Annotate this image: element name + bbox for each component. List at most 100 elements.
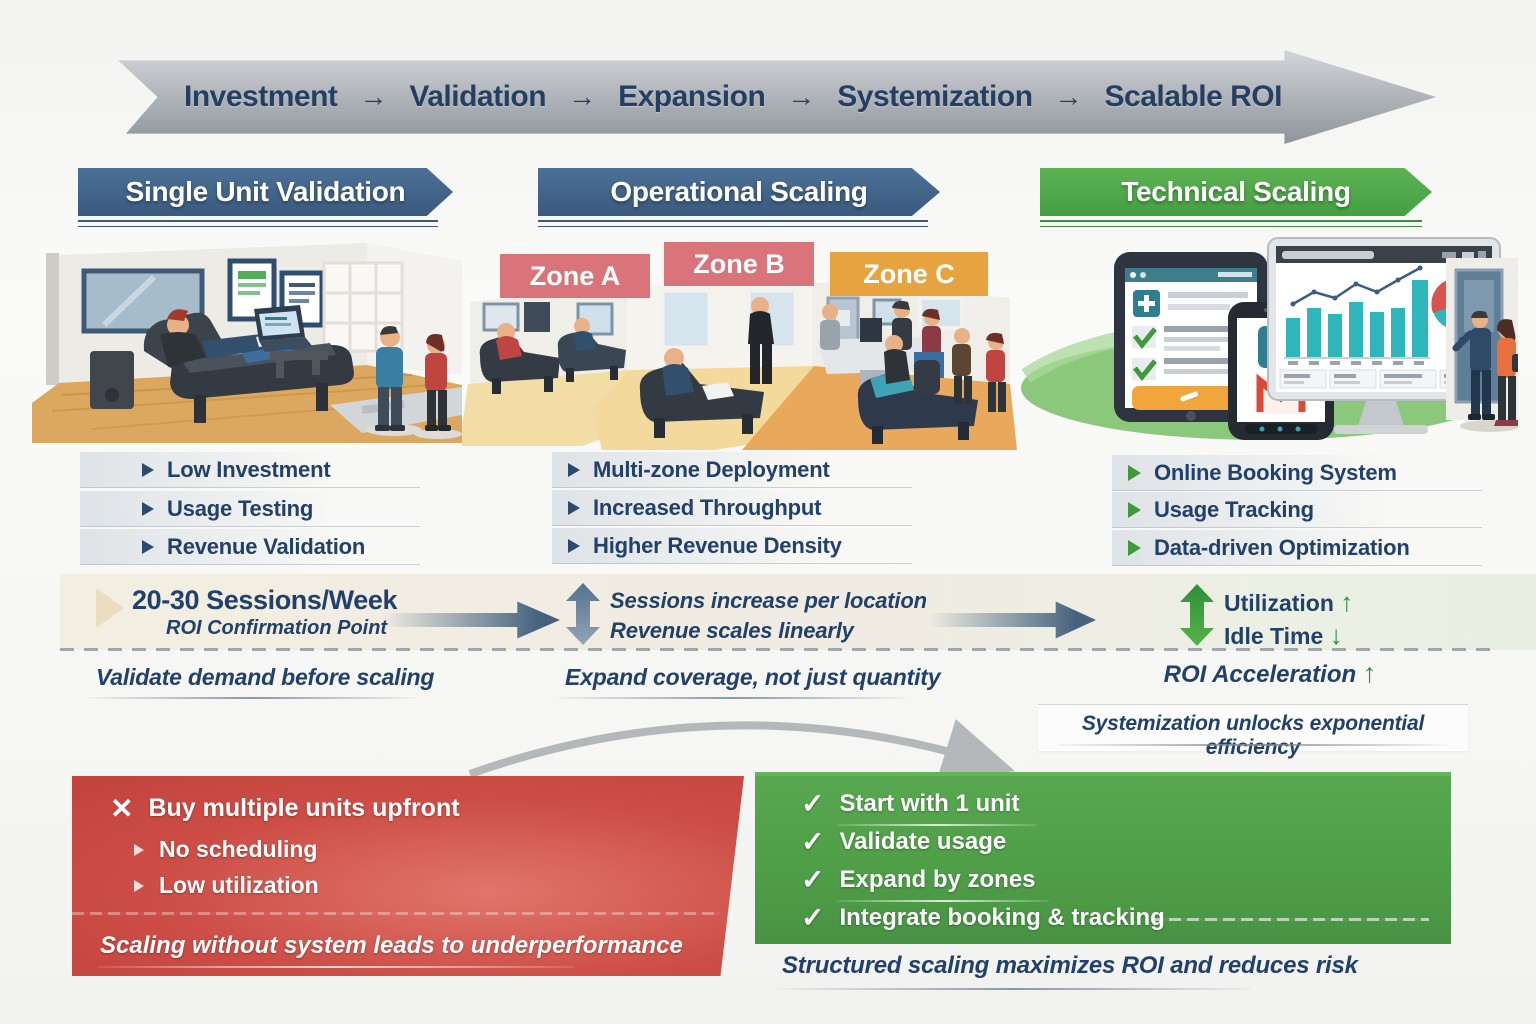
triangle-bullet-icon bbox=[134, 879, 144, 892]
bullet-label: Usage Tracking bbox=[1154, 496, 1314, 522]
dont-tagline-underline bbox=[98, 966, 574, 968]
bullet-low-investment: Low Investment bbox=[80, 452, 420, 488]
triangle-bullet-icon bbox=[568, 538, 580, 553]
bullet-usage-tracking: Usage Tracking bbox=[1112, 492, 1482, 528]
header-rule bbox=[538, 220, 928, 227]
bullet-label: Low Investment bbox=[167, 456, 331, 482]
bullet-label: Revenue Validation bbox=[167, 533, 366, 559]
triangle-bullet-icon bbox=[1128, 464, 1141, 481]
bullet-label: Data-driven Optimization bbox=[1154, 534, 1410, 560]
do-item-row: ✓ Validate usage bbox=[801, 828, 1006, 856]
triangle-bullet-icon bbox=[1128, 501, 1141, 518]
do-item-row: ✓ Integrate booking & tracking bbox=[801, 904, 1165, 932]
do-box: ✓ Start with 1 unit ✓ Validate usage ✓ E… bbox=[755, 772, 1451, 944]
do-item-underline bbox=[837, 824, 1037, 826]
bullet-label: Higher Revenue Density bbox=[593, 532, 842, 558]
tagline-underline bbox=[88, 697, 416, 699]
observer-people bbox=[366, 326, 462, 439]
x-mark-icon: ✕ bbox=[110, 792, 134, 824]
metrics-band bbox=[60, 574, 1536, 650]
dont-lead-label: Buy multiple units upfront bbox=[148, 794, 460, 822]
flow-step-validation: Validation bbox=[409, 80, 547, 113]
bullet-higher-revenue-density: Higher Revenue Density bbox=[552, 528, 912, 564]
do-item-label: Expand by zones bbox=[839, 866, 1036, 893]
dashed-divider bbox=[60, 648, 1500, 651]
do-item-row: ✓ Start with 1 unit bbox=[801, 790, 1019, 818]
zone-c-label: Zone C bbox=[863, 259, 955, 289]
metric-line: Revenue scales linearly bbox=[610, 618, 854, 643]
zone-c-sign: Zone C bbox=[830, 252, 988, 296]
tagline-underline bbox=[1058, 744, 1448, 746]
header-technical-scaling: Technical Scaling bbox=[1040, 168, 1432, 216]
beige-arrow-icon bbox=[96, 588, 124, 628]
flow-step-scalable-roi: Scalable ROI bbox=[1104, 80, 1283, 113]
tagline-validate-demand: Validate demand before scaling bbox=[96, 664, 435, 690]
roi-label: ROI Acceleration bbox=[1163, 661, 1357, 688]
header-rule bbox=[1040, 220, 1422, 227]
flow-arrow-icon: → bbox=[1054, 81, 1083, 112]
bullet-revenue-validation: Revenue Validation bbox=[80, 529, 420, 565]
dont-item-row: Low utilization bbox=[134, 872, 319, 899]
check-mark-icon: ✓ bbox=[801, 826, 825, 857]
roi-confirmation-point: ROI Confirmation Point bbox=[166, 617, 388, 639]
dont-tagline: Scaling without system leads to underper… bbox=[100, 932, 683, 959]
down-arrow-icon: ↓ bbox=[1329, 620, 1343, 650]
triangle-bullet-icon bbox=[568, 500, 580, 515]
bullet-online-booking: Online Booking System bbox=[1112, 455, 1482, 491]
flow-step-systemization: Systemization bbox=[837, 80, 1033, 113]
do-divider bbox=[1151, 918, 1429, 921]
do-item-row: ✓ Expand by zones bbox=[801, 866, 1036, 894]
flow-arrow-icon: → bbox=[568, 81, 597, 112]
metric-label: Idle Time bbox=[1224, 623, 1324, 649]
bullet-data-driven-optimization: Data-driven Optimization bbox=[1112, 530, 1482, 566]
up-arrow-icon: ↑ bbox=[1340, 587, 1354, 617]
curved-connector-arrow bbox=[468, 719, 1015, 781]
dont-box: ✕ Buy multiple units upfront No scheduli… bbox=[72, 776, 744, 976]
zone-a-loungers bbox=[479, 318, 626, 394]
do-item-underline bbox=[837, 900, 1049, 902]
tagline-strip bbox=[1038, 704, 1468, 751]
bullet-usage-testing: Usage Testing bbox=[80, 491, 420, 527]
tagline-underline bbox=[558, 697, 906, 699]
sessions-per-week-metric: 20-30 Sessions/Week bbox=[132, 585, 398, 615]
zone-c-loungers bbox=[857, 328, 1006, 444]
tagline-structured-scaling: Structured scaling maximizes ROI and red… bbox=[782, 952, 1358, 979]
triangle-bullet-icon bbox=[1128, 539, 1141, 556]
zones-illustration: Zone A Zone B Zone C bbox=[462, 242, 1017, 450]
check-mark-icon: ✓ bbox=[801, 788, 825, 819]
zone-b-label: Zone B bbox=[693, 249, 785, 279]
zone-b-center bbox=[639, 297, 944, 438]
flow-step-expansion: Expansion bbox=[618, 80, 766, 113]
bullet-label: Usage Testing bbox=[167, 495, 314, 521]
check-mark-icon: ✓ bbox=[801, 902, 825, 933]
bullet-label: Increased Throughput bbox=[593, 494, 822, 520]
dont-divider bbox=[72, 912, 720, 915]
speaker bbox=[90, 351, 134, 409]
zone-a-sign: Zone A bbox=[500, 254, 650, 298]
technical-metric-lines: Utilization ↑ Idle Time ↓ bbox=[1224, 586, 1353, 652]
roi-acceleration-line: ROI Acceleration ↑ bbox=[1100, 658, 1440, 689]
flow-arrow-icon: → bbox=[359, 81, 388, 112]
tagline-underline bbox=[778, 988, 1252, 990]
header-single-unit-validation: Single Unit Validation bbox=[78, 168, 453, 216]
double-arrow-icon bbox=[566, 583, 600, 645]
metric-label: Utilization bbox=[1224, 590, 1334, 616]
up-arrow-icon: ↑ bbox=[1362, 658, 1377, 688]
double-arrow-green-icon bbox=[1180, 584, 1214, 646]
header-rule bbox=[78, 220, 438, 227]
dont-lead-row: ✕ Buy multiple units upfront bbox=[110, 794, 460, 823]
technical-illustration bbox=[1021, 237, 1518, 440]
triangle-bullet-icon bbox=[142, 539, 154, 554]
dont-item-row: No scheduling bbox=[134, 836, 317, 863]
do-item-label: Integrate booking & tracking bbox=[839, 904, 1165, 931]
flow-banner: Investment → Validation → Expansion → Sy… bbox=[118, 50, 1436, 144]
tagline-systemization: Systemization unlocks exponential effici… bbox=[1081, 712, 1425, 759]
entrance-people bbox=[1446, 258, 1518, 432]
triangle-bullet-icon bbox=[134, 843, 144, 856]
single-unit-illustration bbox=[32, 243, 462, 443]
do-item-label: Validate usage bbox=[839, 828, 1007, 855]
bullet-label: Multi-zone Deployment bbox=[593, 456, 830, 482]
metric-line: Sessions increase per location bbox=[610, 588, 927, 613]
idle-time-line: Idle Time ↓ bbox=[1224, 619, 1353, 652]
flow-arrow-icon: → bbox=[787, 81, 816, 112]
